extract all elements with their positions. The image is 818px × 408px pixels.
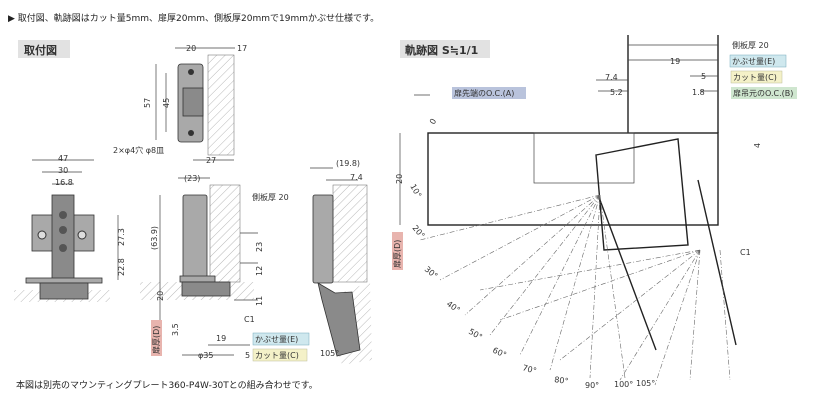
dim-27: 27 (206, 156, 216, 165)
dim-17: 17 (237, 44, 247, 53)
trajectory-title-bg (400, 40, 490, 58)
mounting-title-bg (18, 40, 70, 58)
dim-5: 5 (245, 351, 250, 360)
overlay-label: かぶせ量(E) (255, 335, 298, 344)
traj-overlay: かぶせ量(E) (732, 57, 775, 66)
open-angle: 105° (320, 349, 339, 358)
dim-7-4: 7.4 (350, 173, 363, 182)
dim-57: 57 (143, 98, 152, 108)
dim-12: 12 (255, 266, 264, 276)
dim-47: 47 (58, 154, 68, 163)
traj-door-thickness: 扉厚(D) (392, 240, 402, 268)
dim-16-8: 16.8 (55, 178, 73, 187)
traj-dim-19: 19 (670, 57, 680, 66)
angle-105: 105° (636, 379, 655, 388)
dim-19: 19 (216, 334, 226, 343)
angle-50: 50° (467, 327, 484, 342)
open-view: (19.8) 7.4 105° (310, 159, 372, 365)
footer-note: 本図は別売のマウンティングプレート360-P4W-30Tとの組み合わせです。 (16, 379, 318, 391)
mounting-title: 取付図 (24, 43, 57, 57)
traj-dim-4: 4 (753, 143, 762, 148)
angle-40: 40° (445, 299, 462, 315)
traj-dim-20: 20 (395, 174, 404, 184)
dim-22-8: 22.8 (117, 258, 126, 276)
angle-20: 20° (410, 224, 426, 241)
door-thickness-label: 扉厚(D) (151, 326, 161, 354)
dim-63-9: (63.9) (150, 226, 159, 250)
side-view: (23) 側板厚 20 (63.9) 23 12 11 20 3.5 扉厚(D)… (140, 174, 310, 362)
top-view: 20 17 57 45 27 2×φ4穴 φ8皿 (113, 44, 247, 165)
c1-label: C1 (244, 315, 255, 324)
trajectory-title: 軌跡図 S≒1/1 (405, 43, 478, 57)
cup-diameter: φ35 (198, 351, 213, 360)
dim-23: 23 (255, 242, 264, 252)
traj-c1: C1 (740, 248, 751, 257)
front-view: 47 30 16.8 27.3 22.8 (14, 154, 126, 302)
dim-27-3: 27.3 (117, 228, 126, 246)
traj-dim-5: 5 (701, 72, 706, 81)
angle-70: 70° (521, 363, 537, 375)
angle-100: 100° (614, 380, 633, 389)
cut-label: カット量(C) (255, 351, 299, 360)
angle-90: 90° (585, 381, 599, 390)
traj-oc-a: 扉先端のO.C.(A) (454, 88, 514, 98)
traj-dim-1-8: 1.8 (692, 88, 705, 97)
header-note: ▶ 取付図、軌跡図はカット量5mm、扉厚20mm、側板厚20mmで19mmかぶせ… (8, 12, 379, 24)
angle-60: 60° (491, 346, 508, 360)
traj-cut: カット量(C) (733, 73, 777, 82)
traj-dim-0: 0 (428, 117, 438, 126)
dim-23-paren: (23) (184, 174, 200, 183)
dim-11: 11 (255, 296, 264, 306)
traj-side-panel: 側板厚 20 (732, 40, 769, 50)
dim-45: 45 (162, 98, 171, 108)
dim-20: 20 (156, 291, 165, 301)
traj-dim-7-4: 7.4 (605, 73, 618, 82)
traj-dim-5-2: 5.2 (610, 88, 623, 97)
hole-label: 2×φ4穴 φ8皿 (113, 145, 164, 155)
dim-30: 30 (58, 166, 68, 175)
traj-oc-b: 扉吊元のO.C.(B) (733, 88, 793, 98)
dim-19-8: (19.8) (336, 159, 360, 168)
angle-80: 80° (554, 375, 569, 386)
trajectory-view: 側板厚 20 19 かぶせ量(E) 7.4 5 カット量(C) 5.2 1.8 … (392, 35, 797, 390)
side-panel-label: 側板厚 20 (252, 192, 289, 202)
dim-3-5: 3.5 (171, 323, 180, 336)
dim-20: 20 (186, 44, 196, 53)
angle-30: 30° (423, 265, 440, 281)
angle-10: 10° (408, 183, 423, 200)
